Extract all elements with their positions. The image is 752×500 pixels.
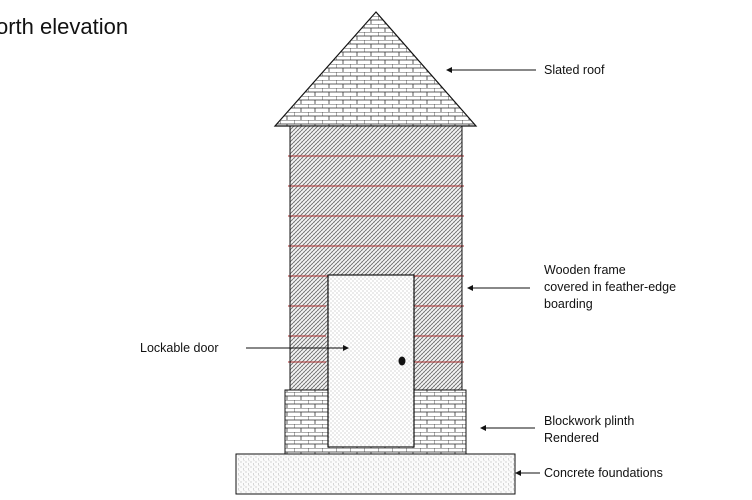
- concrete-foundations: [235, 453, 516, 495]
- door-knob: [398, 356, 406, 366]
- leader-plinth: [480, 425, 535, 431]
- frame-label-line3: boarding: [544, 297, 593, 311]
- roof-label: Slated roof: [544, 63, 605, 77]
- leader-roof: [446, 67, 536, 73]
- door-label: Lockable door: [140, 341, 219, 355]
- leader-lines: [246, 67, 540, 476]
- plinth-label-line2: Rendered: [544, 431, 599, 445]
- drawing-title: orth elevation: [0, 14, 129, 39]
- feather-edge-boarding: [288, 125, 464, 391]
- lockable-door: [327, 274, 415, 448]
- leader-door: [246, 345, 349, 351]
- frame-label-line2: covered in feather-edge: [544, 280, 677, 294]
- frame-label-line1: Wooden frame: [544, 263, 626, 277]
- plinth-label-line1: Blockwork plinth: [544, 414, 635, 428]
- plinth-label: Blockwork plinth Rendered: [544, 413, 634, 447]
- leader-foundation: [515, 470, 540, 476]
- slated-roof: [273, 11, 478, 127]
- leader-frame: [467, 285, 530, 291]
- foundation-label: Concrete foundations: [544, 466, 663, 480]
- frame-label: Wooden frame covered in feather-edge boa…: [544, 262, 676, 313]
